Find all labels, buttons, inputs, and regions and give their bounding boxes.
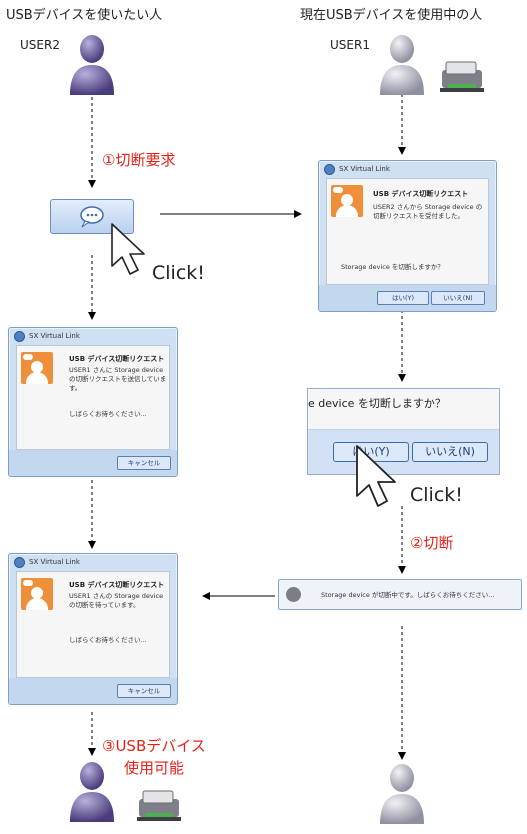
usb-device-icon-user2: [137, 790, 181, 821]
dialog-message: USER1 さんに Storage device の切断リクエストを送信していま…: [69, 366, 167, 392]
step2-label: ②切断: [410, 534, 454, 552]
window-title: SX Virtual Link: [29, 558, 80, 566]
zoomed-dialog: e device を切断しますか？ はい(Y) いいえ(N): [307, 388, 500, 475]
dialog-body: USB デバイス切断リクエスト USER1 さんに Storage device…: [16, 345, 170, 450]
user2-person-icon: [70, 35, 114, 95]
notification-text: Storage device が切断中です。しばらくお待ちください...: [321, 591, 495, 599]
app-logo-icon: [14, 557, 25, 568]
usb-device-icon-user1: [440, 61, 484, 92]
mouse-cursor-icon-2: [356, 445, 396, 507]
dialog-question: Storage device を切断しますか？: [341, 263, 444, 271]
dialog-heading: USB デバイス切断リクエスト: [69, 355, 165, 363]
step3-label-line1: ③USBデバイス: [102, 737, 206, 755]
user-notification-icon: [21, 578, 53, 610]
zoomed-no-button[interactable]: いいえ(N): [412, 442, 488, 462]
user-notification-icon: [21, 352, 53, 384]
dialog-heading: USB デバイス切断リクエスト: [373, 190, 469, 198]
dialog-message: USER1 さんの Storage device の切断を待っています。: [69, 592, 164, 609]
user1-label: USER1: [330, 38, 370, 52]
dialog-footer: キャンセル: [9, 678, 177, 704]
dialog-body: USB デバイス切断リクエスト USER2 さんから Storage devic…: [326, 178, 489, 285]
click-label-2: Click!: [410, 484, 463, 506]
dialog-footer: キャンセル: [9, 450, 177, 476]
right-column-title: 現在USBデバイスを使用中の人: [300, 8, 483, 23]
app-logo-icon: [324, 164, 335, 175]
disconnect-request-dialog: SX Virtual Link USB デバイス切断リクエスト USER2 さん…: [318, 160, 497, 312]
app-logo-icon: [14, 331, 25, 342]
disconnecting-notification: Storage device が切断中です。しばらくお待ちください...: [278, 579, 522, 610]
user-notification-icon: [331, 185, 363, 217]
user1-person-icon: [380, 35, 424, 95]
step3-label-line2: 使用可能: [124, 759, 185, 777]
waiting-dialog-2: SX Virtual Link USB デバイス切断リクエスト USER1 さん…: [8, 553, 178, 705]
dialog-body: USB デバイス切断リクエスト USER1 さんの Storage device…: [16, 571, 170, 678]
dialog-heading: USB デバイス切断リクエスト: [69, 581, 165, 589]
dialog-message: USER2 さんから Storage device の切断リクエストを受付ました…: [373, 203, 483, 220]
step1-label: ①切断要求: [102, 151, 176, 169]
user2-label: USER2: [20, 38, 60, 52]
progress-icon: [286, 587, 301, 602]
dialog-note: しばらくお待ちください...: [69, 636, 147, 644]
click-label-1: Click!: [152, 262, 205, 284]
zoomed-question: e device を切断しますか？: [308, 397, 446, 410]
left-column-title: USBデバイスを使いたい人: [6, 8, 163, 23]
speech-bubble-icon: [80, 206, 104, 228]
yes-button[interactable]: はい(Y): [377, 291, 429, 305]
mouse-cursor-icon: [111, 223, 145, 275]
user1-final-person-icon: [380, 764, 424, 824]
no-button[interactable]: いいえ(N): [431, 291, 485, 305]
window-title: SX Virtual Link: [339, 165, 390, 173]
taskbar-notification-icon[interactable]: [50, 199, 134, 234]
cancel-button[interactable]: キャンセル: [117, 456, 171, 470]
zoomed-dialog-content: e device を切断しますか？: [308, 389, 499, 430]
user2-final-person-icon: [70, 762, 114, 822]
dialog-footer: はい(Y) いいえ(N): [319, 285, 496, 311]
zoomed-yes-button[interactable]: はい(Y): [333, 442, 409, 462]
waiting-dialog-1: SX Virtual Link USB デバイス切断リクエスト USER1 さん…: [8, 327, 178, 477]
window-title: SX Virtual Link: [29, 332, 80, 340]
dialog-note: しばらくお待ちください...: [69, 410, 147, 418]
cancel-button[interactable]: キャンセル: [117, 684, 171, 698]
